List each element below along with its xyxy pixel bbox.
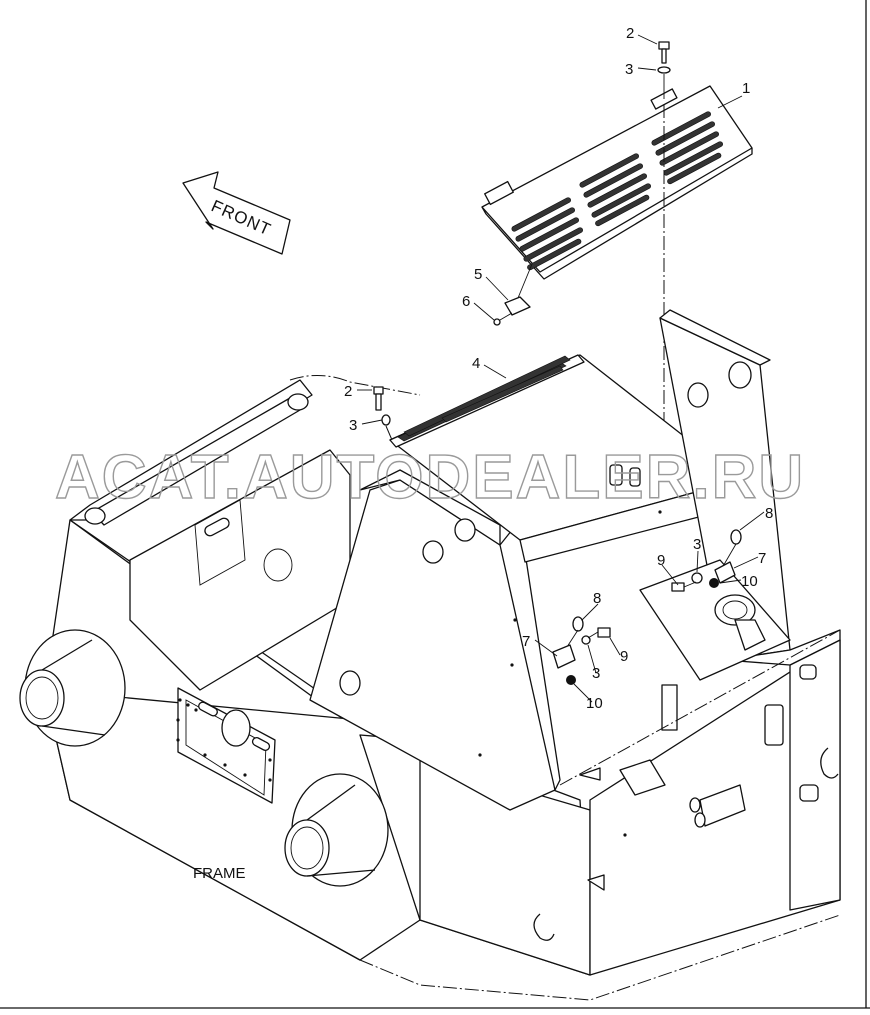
callout-2-top: 2 bbox=[626, 25, 634, 42]
callouts: 1 2 3 5 6 4 2 3 8 3 7 9 10 8 7 9 3 10 bbox=[344, 25, 773, 712]
clip-part bbox=[493, 263, 533, 326]
hardware-right bbox=[671, 529, 742, 592]
bolt-part-left bbox=[373, 386, 393, 441]
frame-body bbox=[19, 309, 841, 1001]
callout-8-right: 8 bbox=[765, 505, 773, 522]
callout-10-mid: 10 bbox=[586, 695, 603, 712]
perforated-panel-part bbox=[397, 355, 571, 442]
watermark: ACAT.AUTODEALER.RU bbox=[55, 443, 805, 512]
callout-3-left: 3 bbox=[349, 417, 357, 434]
callout-3-right: 3 bbox=[693, 536, 701, 553]
callout-6: 6 bbox=[462, 293, 470, 310]
callout-2-left: 2 bbox=[344, 383, 352, 400]
callout-3-mid: 3 bbox=[592, 665, 600, 682]
fastener-dots bbox=[176, 510, 662, 837]
callout-9-right: 9 bbox=[657, 552, 665, 569]
leader-lines bbox=[357, 34, 765, 703]
front-arrow-icon: FRONT bbox=[182, 171, 291, 255]
diagram-caption: FRAME bbox=[193, 865, 246, 882]
cover-plate-part bbox=[481, 85, 753, 280]
callout-5: 5 bbox=[474, 266, 482, 283]
callout-1: 1 bbox=[742, 80, 750, 97]
callout-10-right: 10 bbox=[741, 573, 758, 590]
hardware-mid bbox=[552, 616, 611, 685]
bolt-part-top bbox=[657, 41, 671, 99]
callout-3-top: 3 bbox=[625, 61, 633, 78]
callout-7-mid: 7 bbox=[522, 633, 530, 650]
callout-7-right: 7 bbox=[758, 550, 766, 567]
callout-8-mid: 8 bbox=[593, 590, 601, 607]
callout-4: 4 bbox=[472, 355, 480, 372]
callout-9-mid: 9 bbox=[620, 648, 628, 665]
